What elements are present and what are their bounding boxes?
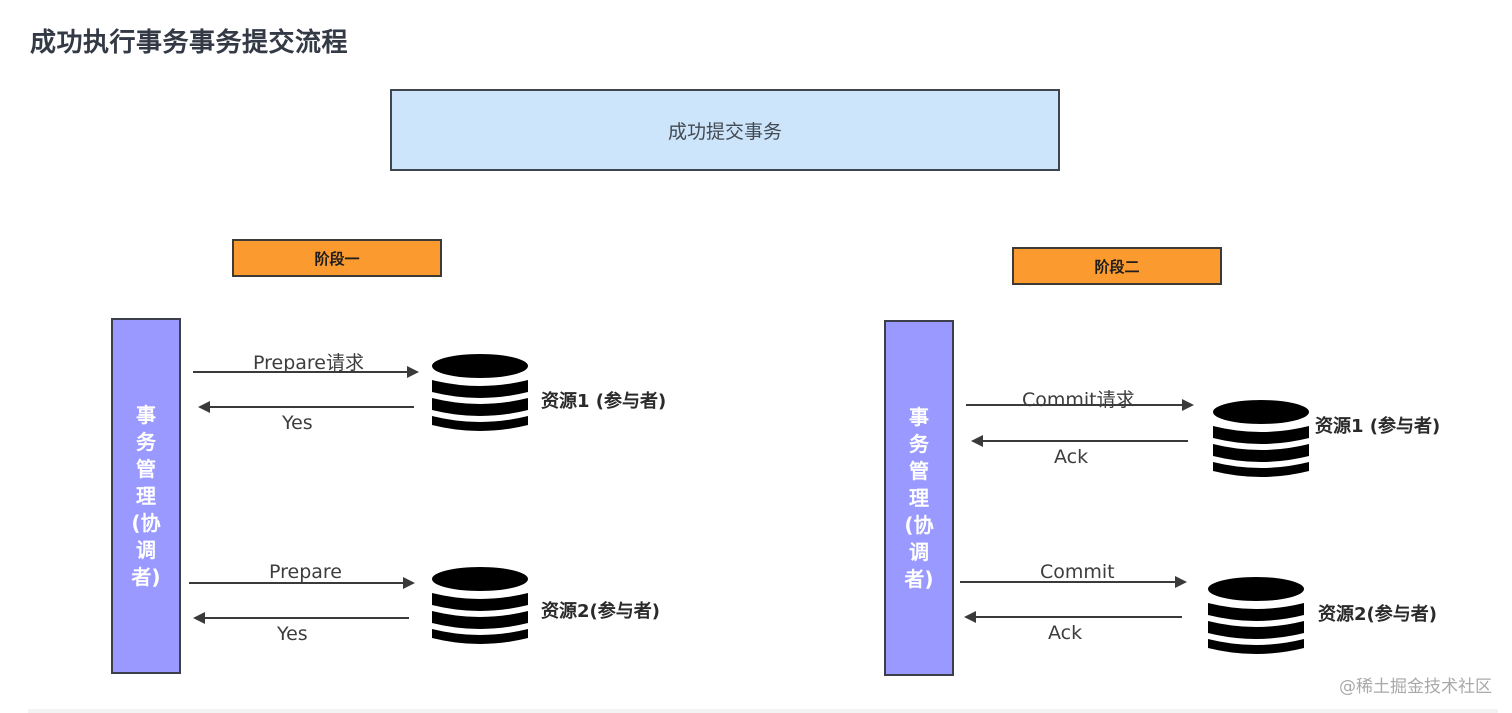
- request-label: Prepare请求: [253, 352, 364, 374]
- phase-two-box: 阶段二: [1012, 247, 1222, 285]
- request-arrow: [189, 577, 415, 589]
- request-label: Prepare: [269, 561, 342, 583]
- response-label: Yes: [277, 623, 308, 645]
- resource-label: 资源1 (参与者): [541, 391, 667, 412]
- resource-label: 资源1 (参与者): [1315, 416, 1441, 437]
- database-icon: [432, 354, 528, 431]
- phase-one-box: 阶段一: [232, 239, 442, 277]
- response-arrow: [964, 611, 1182, 623]
- database-icon: [1213, 400, 1309, 477]
- coordinator-box-phase-two: 事务管理(协调者): [884, 320, 954, 676]
- response-label: Ack: [1048, 622, 1083, 644]
- coordinator-box-phase-one: 事务管理(协调者): [111, 318, 181, 674]
- watermark: @稀土掘金技术社区: [1339, 677, 1492, 697]
- response-arrow: [193, 612, 409, 624]
- coordinator-label: 事务管理(协调者): [131, 402, 161, 589]
- coordinator-label: 事务管理(协调者): [904, 404, 934, 591]
- request-arrow: [966, 399, 1194, 411]
- request-arrow: [960, 576, 1187, 588]
- database-icon: [1208, 577, 1304, 654]
- request-arrow: [193, 366, 419, 378]
- commit-transaction-label: 成功提交事务: [667, 120, 782, 143]
- page-title: 成功执行事务事务提交流程: [30, 28, 349, 58]
- response-label: Ack: [1054, 446, 1089, 468]
- commit-transaction-box: 成功提交事务: [390, 89, 1060, 171]
- database-icon: [432, 567, 528, 644]
- response-arrow: [198, 401, 414, 413]
- request-label: Commit: [1040, 561, 1115, 583]
- request-label: Commit请求: [1022, 389, 1135, 411]
- response-label: Yes: [282, 412, 313, 434]
- resource-label: 资源2(参与者): [541, 601, 660, 622]
- phase-one-label: 阶段一: [314, 249, 360, 268]
- footer-divider: [28, 709, 1498, 713]
- response-arrow: [971, 435, 1188, 447]
- phase-two-label: 阶段二: [1094, 257, 1140, 276]
- resource-label: 资源2(参与者): [1318, 604, 1437, 625]
